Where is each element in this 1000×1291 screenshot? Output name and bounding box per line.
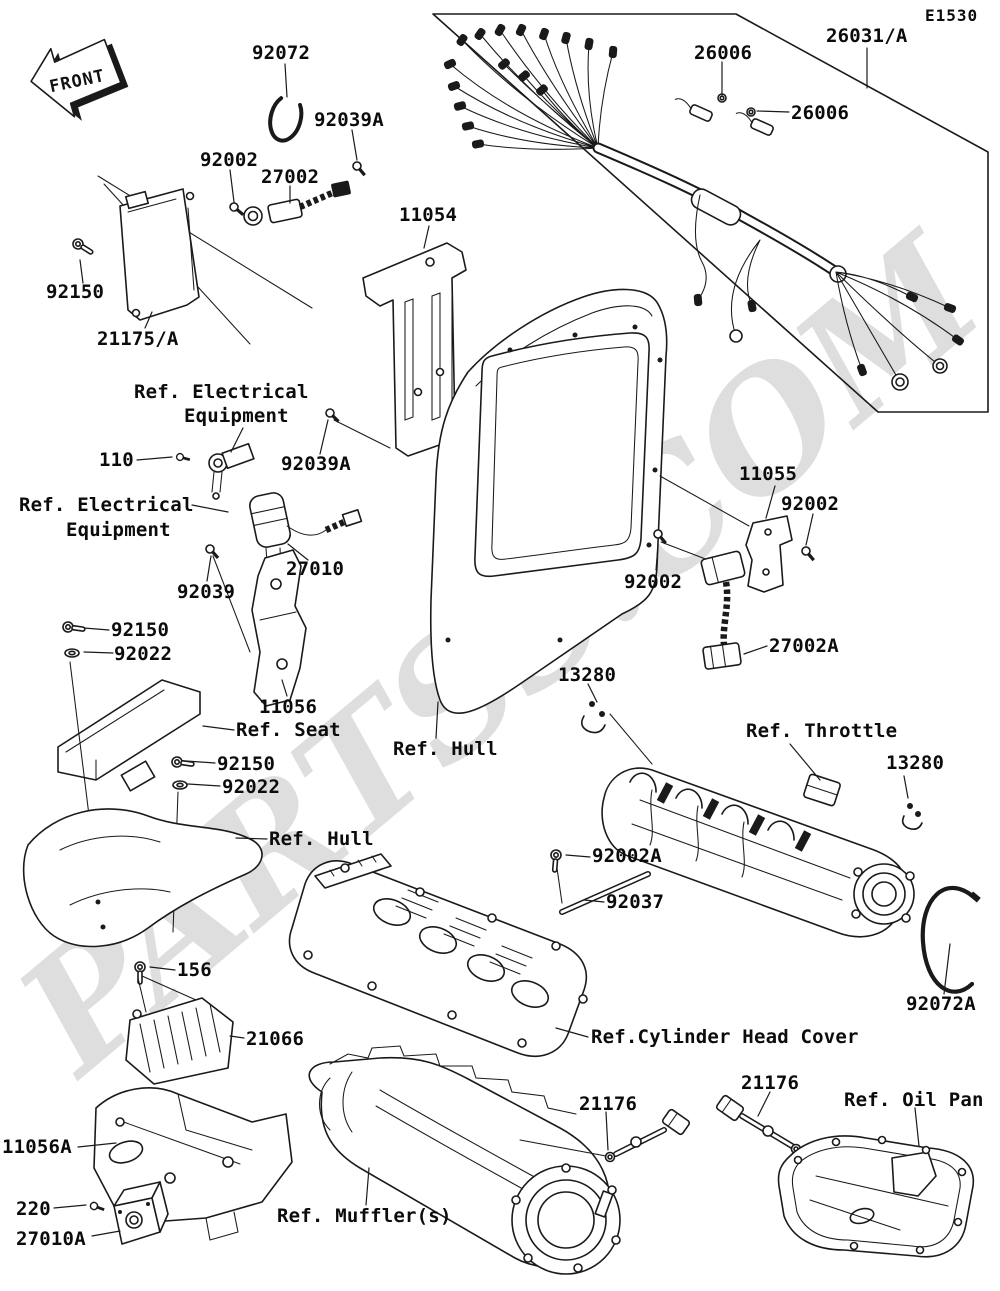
ref-label-equipment: Equipment: [66, 519, 171, 541]
ref-label-ref-hull: Ref. Hull: [393, 738, 498, 760]
ref-label-ref-hull: Ref. Hull: [269, 828, 374, 850]
ref-label-ref-muffler-s: Ref. Muffler(s): [277, 1205, 452, 1227]
hull-left-drawing: [22, 808, 263, 948]
part-label-11054: 11054: [399, 204, 458, 226]
part-label-92039a: 92039A: [314, 109, 384, 131]
cylinder-head-cover-drawing: [288, 848, 651, 1057]
part-label-92039a: 92039A: [281, 453, 351, 475]
intake-manifold-drawing: [601, 767, 915, 938]
part-label-92150: 92150: [111, 619, 170, 641]
ecu-drawing: [70, 175, 313, 345]
part-label-27002: 27002: [261, 166, 320, 188]
part-label-11056: 11056: [259, 696, 318, 718]
front-arrow-icon: FRONT: [30, 38, 129, 121]
valve-27010A-drawing: [88, 1181, 169, 1245]
part-label-156: 156: [177, 959, 212, 981]
part-label-26006: 26006: [694, 42, 753, 64]
part-label-92002: 92002: [200, 149, 259, 171]
gasket-92072A-drawing: [920, 885, 981, 994]
ref-label-ref-oil-pan: Ref. Oil Pan: [844, 1089, 984, 1111]
clamp-13280-left: [580, 701, 653, 765]
part-label-92039: 92039: [177, 581, 236, 603]
part-label-92022: 92022: [114, 643, 173, 665]
part-label-92037: 92037: [606, 891, 665, 913]
sensor-27002-drawing: [227, 159, 369, 226]
ref-label-equipment: Equipment: [184, 405, 289, 427]
part-label-26006: 26006: [791, 102, 850, 124]
coil-27010-drawing: [203, 492, 363, 653]
ref-label-ref-seat: Ref. Seat: [236, 719, 341, 741]
part-label-92002: 92002: [624, 571, 683, 593]
part-label-92002a: 92002A: [592, 845, 662, 867]
bracket-11056-drawing: [251, 549, 307, 707]
part-label-13280: 13280: [558, 664, 617, 686]
ref-label-ref-throttle: Ref. Throttle: [746, 720, 898, 742]
part-label-11056a: 11056A: [2, 1136, 72, 1158]
leader-lines: [53, 47, 951, 1237]
fuel-tap-drawing: [175, 442, 255, 500]
part-label-110: 110: [99, 449, 134, 471]
muffler-drawing: [308, 1045, 621, 1275]
part-label-92002: 92002: [781, 493, 840, 515]
part-label-92072a: 92072A: [906, 993, 976, 1015]
bracket-11055-drawing: [651, 475, 818, 670]
part-label-11055: 11055: [739, 463, 798, 485]
sensor-21176-left: [519, 1108, 691, 1163]
clamp-13280-right: [901, 803, 923, 830]
part-label-27010a: 27010A: [16, 1228, 86, 1250]
diagram-code-e1530: E1530: [925, 6, 979, 25]
ref-label-ref-electrical: Ref. Electrical: [134, 381, 309, 403]
part-label-220: 220: [16, 1198, 51, 1220]
wiring-harness-drawing: [442, 22, 966, 391]
part-label-26031-a: 26031/A: [826, 25, 908, 47]
harness-enclosure: [432, 13, 989, 413]
part-label-27002a: 27002A: [769, 635, 839, 657]
regulator-21066-drawing: [125, 961, 234, 1085]
part-label-92022: 92022: [222, 776, 281, 798]
part-label-21176: 21176: [579, 1093, 638, 1115]
part-label-21066: 21066: [246, 1028, 305, 1050]
ref-label-ref-electrical: Ref. Electrical: [19, 494, 194, 516]
part-label-92072: 92072: [252, 42, 311, 64]
part-label-92150: 92150: [46, 281, 105, 303]
part-label-92150: 92150: [217, 753, 276, 775]
hull-center-drawing: [429, 288, 668, 715]
ref-label-ref-cylinder-head-cover: Ref.Cylinder Head Cover: [591, 1026, 859, 1048]
part-label-21175-a: 21175/A: [97, 328, 179, 350]
part-label-21176: 21176: [741, 1072, 800, 1094]
circlip-92072: [268, 96, 304, 143]
oil-pan-drawing: [777, 1135, 975, 1258]
part-label-13280: 13280: [886, 752, 945, 774]
part-label-27010: 27010: [286, 558, 345, 580]
